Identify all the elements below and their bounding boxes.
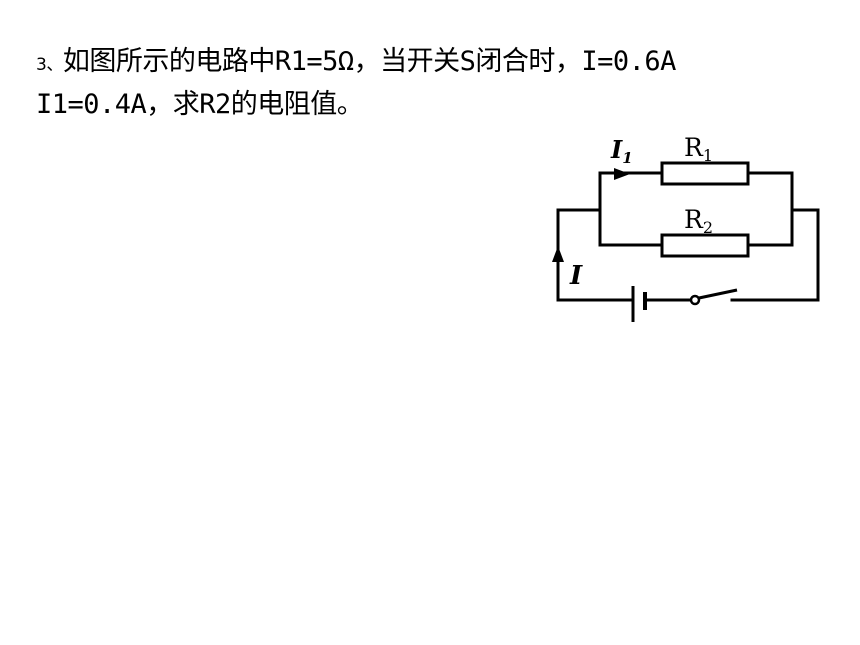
label-r1-sub: 1 — [703, 146, 713, 165]
wire-top-branch-left — [598, 171, 664, 247]
label-i1-sub: 1 — [622, 149, 632, 167]
wire-right-outer — [730, 208, 820, 302]
resistor-r2 — [660, 233, 750, 258]
resistor-r1 — [660, 161, 750, 186]
wire-left-outer — [556, 208, 602, 302]
label-i1: I1 — [610, 135, 633, 167]
label-i: I — [569, 261, 583, 291]
question-line-2: I1=0.4A，求R2的电阻值。 — [36, 89, 364, 120]
switch-contact — [689, 294, 701, 306]
label-r2: R2 — [684, 205, 713, 237]
switch-lever — [698, 288, 738, 300]
wire-top-branch-right — [746, 171, 794, 247]
arrow-i1 — [614, 168, 630, 180]
arrow-i — [552, 246, 564, 262]
label-r1: R1 — [684, 133, 713, 165]
label-r2-main: R — [684, 205, 704, 234]
label-r1-main: R — [684, 133, 704, 162]
label-i1-main: I — [610, 135, 623, 164]
label-r2-sub: 2 — [703, 218, 713, 237]
question-text: 3、如图所示的电路中R1=5Ω，当开关S闭合时，I=0.6A I1=0.4A，求… — [36, 42, 836, 125]
question-number: 3、 — [36, 55, 63, 75]
circuit-diagram: I1 R1 R2 I — [552, 133, 820, 322]
question-line-1: 3、如图所示的电路中R1=5Ω，当开关S闭合时，I=0.6A — [36, 42, 836, 85]
question-line-1-text: 如图所示的电路中R1=5Ω，当开关S闭合时，I=0.6A — [62, 46, 677, 77]
